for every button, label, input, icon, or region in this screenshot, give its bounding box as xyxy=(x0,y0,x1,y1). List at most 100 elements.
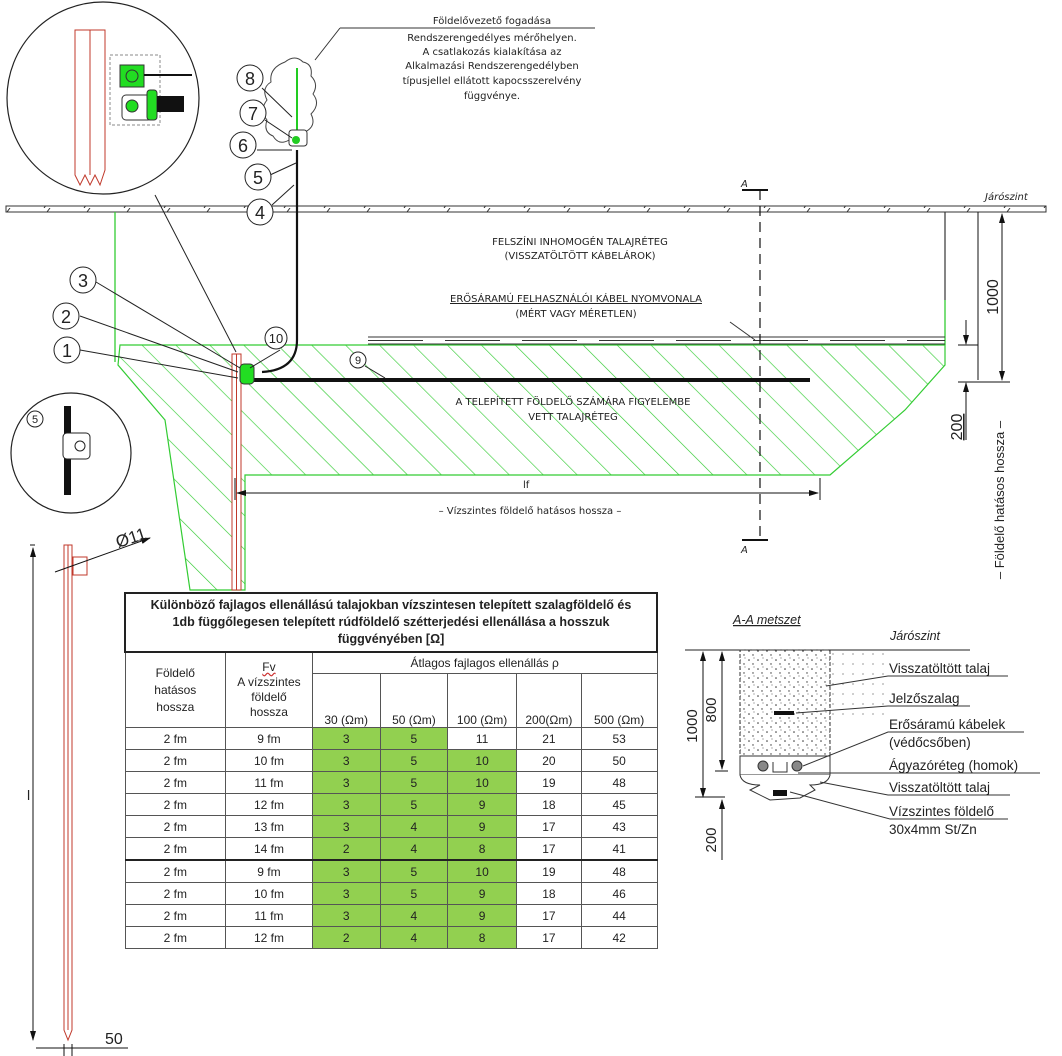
svg-text:10: 10 xyxy=(269,331,283,346)
cell-resistance: 10 xyxy=(447,771,517,794)
callout-1: 1 xyxy=(53,336,81,364)
surface-layer-label: FELSZÍNI INHOMOGÉN TALAJRÉTEG (VISSZATÖL… xyxy=(492,235,668,262)
svg-text:7: 7 xyxy=(248,104,258,124)
svg-text:6: 6 xyxy=(238,136,248,156)
cell-effective-length: 2 fm xyxy=(124,882,227,905)
cell-effective-length: 2 fm xyxy=(124,793,227,816)
svg-text:8: 8 xyxy=(245,69,255,89)
callout-10: 10 xyxy=(264,326,288,350)
cell-resistance: 5 xyxy=(379,793,449,816)
ground-level-label: Járószint xyxy=(983,191,1029,203)
dim-200-label: 200 xyxy=(949,414,966,441)
cell-resistance: 4 xyxy=(379,904,449,927)
cell-resistance: 5 xyxy=(379,771,449,794)
note-leader xyxy=(314,27,341,61)
rod-detail xyxy=(30,537,151,1056)
cell-resistance: 53 xyxy=(580,727,658,750)
callout-8: 8 xyxy=(236,64,264,92)
cell-resistance: 2 xyxy=(311,837,381,861)
callout-4: 4 xyxy=(246,198,274,226)
callout-9: 9 xyxy=(349,351,367,369)
cell-effective-length: 2 fm xyxy=(124,904,227,927)
earthing-lead xyxy=(261,150,299,374)
cell-resistance: 20 xyxy=(515,749,582,772)
meter-connection-cloud xyxy=(262,57,317,147)
svg-text:A TELEPÍTETT FÖLDELŐ SZÁMÁRA F: A TELEPÍTETT FÖLDELŐ SZÁMÁRA FIGYELEMBE xyxy=(456,394,691,408)
svg-text:30x4mm St/Zn: 30x4mm St/Zn xyxy=(889,822,977,837)
cell-effective-length: 2 fm xyxy=(124,926,227,949)
section-mark-top: A xyxy=(740,179,748,190)
cell-resistance: 17 xyxy=(515,926,582,949)
cell-resistance: 3 xyxy=(311,815,381,838)
cell-resistance: 48 xyxy=(580,771,658,794)
lf-dimension xyxy=(234,478,821,500)
svg-text:9: 9 xyxy=(355,355,361,367)
cell-effective-length: 2 fm xyxy=(124,859,227,883)
cell-resistance: 9 xyxy=(447,815,517,838)
cell-resistance: 45 xyxy=(580,793,658,816)
earth-rod xyxy=(231,353,242,591)
cable-route-leader xyxy=(729,321,756,341)
svg-text:(MÉRT VAGY MÉRETLEN): (MÉRT VAGY MÉRETLEN) xyxy=(515,307,636,320)
cell-resistance: 44 xyxy=(580,904,658,927)
cell-horizontal-length: 11 fm xyxy=(225,771,313,794)
cell-resistance: 43 xyxy=(580,815,658,838)
cell-resistance: 17 xyxy=(515,837,582,861)
svg-text:függvénye.: függvénye. xyxy=(464,90,520,102)
cell-effective-length: 2 fm xyxy=(124,727,227,750)
cell-horizontal-length: 13 fm xyxy=(225,815,313,838)
section-dim-1000: 1000 xyxy=(684,709,701,742)
cell-resistance: 41 xyxy=(580,837,658,861)
svg-text:3: 3 xyxy=(78,271,88,291)
svg-text:(védőcsőben): (védőcsőben) xyxy=(889,735,971,750)
cell-resistance: 9 xyxy=(447,882,517,905)
cell-resistance: 46 xyxy=(580,882,658,905)
cell-resistance: 10 xyxy=(447,859,517,883)
section-ground-level: Járószint xyxy=(889,629,941,643)
callout-2: 2 xyxy=(52,302,80,330)
header-rho-50: 50 (Ωm) xyxy=(379,673,449,728)
cell-resistance: 4 xyxy=(379,837,449,861)
connection-clamp xyxy=(239,363,255,385)
horizontal-length-label: – Vízszintes földelő hatásos hossza – xyxy=(439,505,622,517)
cell-resistance: 18 xyxy=(515,793,582,816)
cell-effective-length: 2 fm xyxy=(124,749,227,772)
resistance-table: Különböző fajlagos ellenállású talajokba… xyxy=(124,592,658,949)
section-dim-200: 200 xyxy=(703,827,720,852)
section-dim-800: 800 xyxy=(703,697,720,722)
section-title: A-A metszet xyxy=(732,613,801,627)
cell-resistance: 4 xyxy=(379,926,449,949)
connection-note: Földelővezető fogadása Rendszerengedélye… xyxy=(403,15,582,102)
cell-resistance: 2 xyxy=(311,926,381,949)
cell-resistance: 3 xyxy=(311,793,381,816)
callouts xyxy=(79,87,386,379)
svg-text:Visszatöltött talaj: Visszatöltött talaj xyxy=(889,661,990,676)
cell-resistance: 42 xyxy=(580,926,658,949)
cell-resistance: 3 xyxy=(311,749,381,772)
cell-horizontal-length: 9 fm xyxy=(225,727,313,750)
cell-effective-length: 2 fm xyxy=(124,837,227,861)
svg-text:(VISSZATÖLTÖTT KÁBELÁROK): (VISSZATÖLTÖTT KÁBELÁROK) xyxy=(505,249,656,262)
svg-text:VETT TALAJRÉTEG: VETT TALAJRÉTEG xyxy=(528,410,618,423)
dim-1000-label: 1000 xyxy=(985,279,1002,315)
cell-resistance: 8 xyxy=(447,837,517,861)
dim-50-label: 50 xyxy=(105,1031,123,1048)
svg-text:1: 1 xyxy=(62,341,72,361)
cell-resistance: 50 xyxy=(580,749,658,772)
dim-l-label: l xyxy=(27,787,30,803)
cell-resistance: 9 xyxy=(447,904,517,927)
cell-horizontal-length: 10 fm xyxy=(225,882,313,905)
detail-5-label: 5 xyxy=(32,414,38,426)
svg-text:ERŐSÁRAMÚ FELHASZNÁLÓI KÁBEL N: ERŐSÁRAMÚ FELHASZNÁLÓI KÁBEL NYOMVONALA xyxy=(450,291,702,305)
svg-text:4: 4 xyxy=(255,203,265,223)
